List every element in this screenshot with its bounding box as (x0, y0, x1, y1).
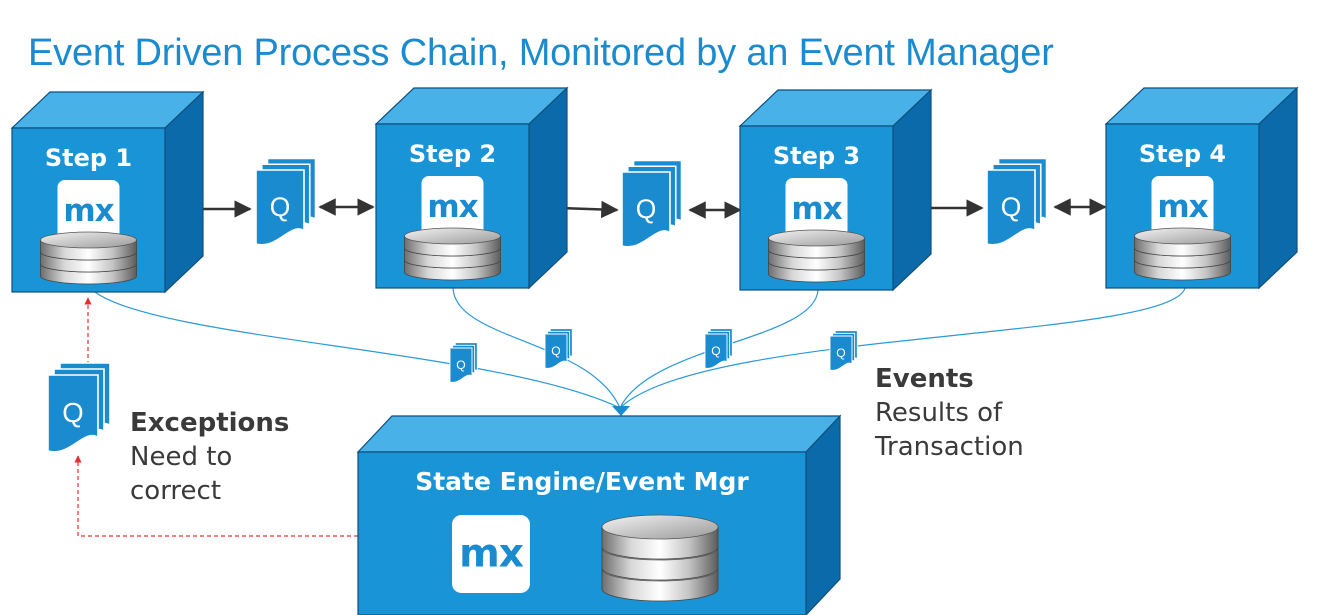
events-heading: Events (875, 364, 974, 394)
queue-icon-2: Q (621, 159, 683, 248)
queue-label: Q (836, 346, 845, 360)
box-top-face (356, 415, 842, 453)
mx-logo-text: mx (427, 189, 478, 225)
mx-logo-text: mx (791, 191, 842, 227)
event-queue-icon-4: Q (829, 330, 858, 371)
exceptions-heading: Exceptions (130, 408, 290, 438)
mx-logo-icon: mx (452, 515, 530, 593)
connector-step1 (94, 291, 621, 409)
mx-logo-text: mx (63, 193, 114, 229)
mx-logo-text: mx (459, 531, 524, 576)
mx-logo-text: mx (1157, 189, 1208, 225)
state-engine-label: State Engine/Event Mgr (415, 467, 749, 496)
box-side-face (528, 86, 568, 290)
queue-label: Q (270, 192, 291, 222)
box-side-face (805, 414, 841, 615)
box-side-face (1258, 86, 1298, 290)
connector-step2 (452, 287, 621, 409)
queue-label: Q (1001, 192, 1022, 222)
events-line1: Results of (875, 398, 1003, 428)
queue-icon-3: Q (986, 157, 1048, 246)
box-front-face (357, 451, 807, 615)
exceptions-queue-icon: Q (47, 362, 111, 453)
queue-label: Q (62, 397, 83, 428)
step-box-2: Step 2 mx (374, 86, 569, 290)
queue-label: Q (456, 358, 465, 372)
connector-step4 (619, 287, 1186, 409)
database-icon (1134, 227, 1231, 281)
state-engine-box: State Engine/Event Mgr mx (356, 414, 842, 615)
exceptions-line2: correct (130, 476, 222, 506)
event-queue-icon-3: Q (704, 328, 733, 369)
mx-logo-icon: mx (785, 178, 848, 240)
exceptions-line1: Need to (130, 442, 233, 472)
event-queue-icon-1: Q (449, 342, 478, 383)
mx-logo-icon: mx (421, 176, 484, 238)
events-line2: Transaction (875, 432, 1024, 462)
diagram-title: Event Driven Process Chain, Monitored by… (28, 32, 1054, 74)
exceptions-text: Exceptions Need to correct (130, 406, 289, 508)
merge-arrowhead (612, 406, 630, 416)
step-box-4: Step 4 mx (1104, 86, 1299, 290)
mx-logo-icon: mx (57, 180, 120, 242)
database-icon (601, 514, 719, 602)
queue-icon-1: Q (255, 157, 317, 246)
step-label: Step 4 (1139, 140, 1226, 168)
step-label: Step 2 (409, 140, 496, 168)
box-side-face (892, 88, 932, 292)
step-box-3: Step 3 mx (738, 88, 933, 292)
queue-label: Q (551, 344, 560, 358)
queue-label: Q (636, 194, 657, 224)
database-icon (404, 227, 501, 281)
step-label: Step 3 (773, 142, 860, 170)
database-icon (768, 229, 865, 283)
exception-arrows (74, 297, 358, 537)
step-box-1: Step 1 mx (10, 90, 205, 294)
event-queue-icon-2: Q (544, 328, 573, 369)
step-label: Step 1 (45, 144, 132, 172)
box-side-face (164, 90, 204, 294)
events-text: Events Results of Transaction (875, 362, 1024, 464)
queue-label: Q (711, 344, 720, 358)
exception-arrow-from-engine (74, 455, 358, 537)
database-icon (40, 231, 137, 285)
mx-logo-icon: mx (1151, 176, 1214, 238)
